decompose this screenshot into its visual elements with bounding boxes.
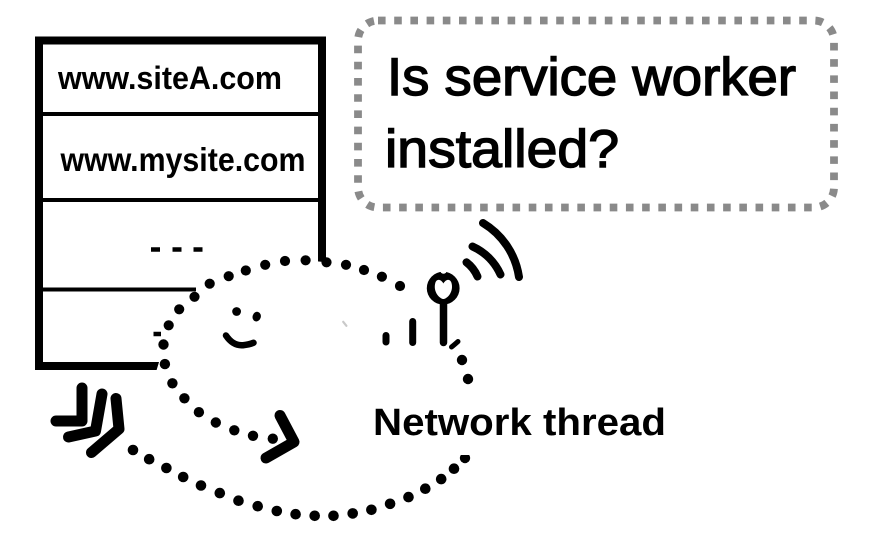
svg-text:Is service worker: Is service worker [387,48,796,107]
svg-text:installed?: installed? [385,120,619,179]
svg-text:www.mysite.com: www.mysite.com [60,141,306,178]
svg-text:www.siteA.com: www.siteA.com [57,60,282,96]
svg-text:Network thread: Network thread [373,402,666,444]
